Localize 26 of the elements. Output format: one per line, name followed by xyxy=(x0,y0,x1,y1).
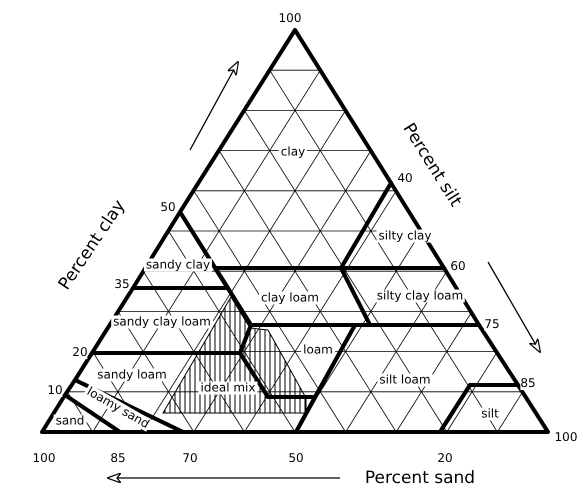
tick-label: 85 xyxy=(520,376,536,390)
tick-label: 100 xyxy=(278,11,302,25)
tick-label: 20 xyxy=(437,451,453,465)
region-label: clay loam xyxy=(259,292,321,304)
tick-label: 60 xyxy=(450,259,466,273)
tick-label: 10 xyxy=(47,383,63,397)
tick-label: 100 xyxy=(32,451,56,465)
tick-label: 20 xyxy=(72,345,88,359)
region-label: loam xyxy=(301,344,335,356)
tick-label: 85 xyxy=(110,451,126,465)
tick-label: 50 xyxy=(160,200,176,214)
region-label: sand xyxy=(54,414,86,428)
region-label: sandy clay xyxy=(144,258,212,272)
region-label: silt xyxy=(479,408,501,420)
tick-label: 100 xyxy=(554,430,578,444)
region-label: clay xyxy=(278,146,308,158)
region-label: sandy clay loam xyxy=(111,316,213,328)
region-label: silty clay xyxy=(376,230,434,242)
region-label: sandy loam xyxy=(95,368,169,382)
tick-label: 70 xyxy=(182,451,198,465)
tick-label: 75 xyxy=(484,317,500,331)
region-label: ideal mix xyxy=(198,382,258,394)
tick-label: 35 xyxy=(114,277,130,291)
region-label: silt loam xyxy=(377,374,433,386)
tick-label: 50 xyxy=(288,451,304,465)
region-label: silty clay loam xyxy=(374,290,466,302)
